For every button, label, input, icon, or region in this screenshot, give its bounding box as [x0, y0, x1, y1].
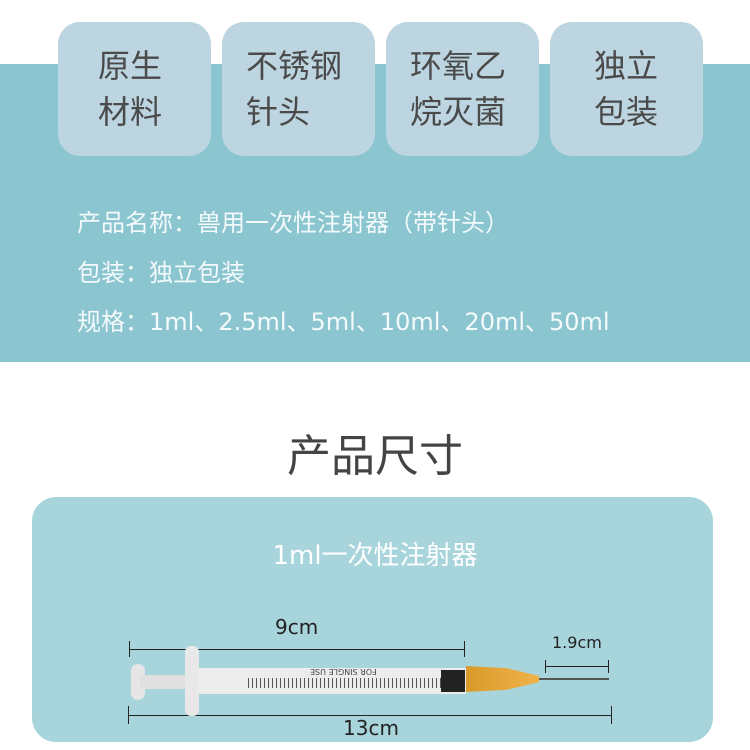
dim-tick — [464, 641, 465, 657]
dim-label-barrel: 9cm — [275, 615, 319, 639]
dim-tick — [129, 641, 130, 657]
dim-tick — [128, 706, 129, 724]
dim-label-needle: 1.9cm — [552, 633, 602, 652]
dim-label-total: 13cm — [343, 716, 399, 740]
product-subtitle: 1ml一次性注射器 — [272, 541, 478, 571]
feature-text: 环氧乙 — [410, 47, 507, 85]
dim-tick — [545, 660, 546, 673]
dim-line-total — [128, 715, 612, 716]
feature-card-steel-needle: 不锈钢针头 — [222, 22, 375, 156]
product-package: 包装：独立包装 — [77, 259, 245, 287]
product-name: 产品名称：兽用一次性注射器（带针头） — [77, 209, 509, 237]
dim-tick — [611, 706, 612, 724]
dim-line-barrel — [129, 649, 465, 650]
feature-text: 材料 — [98, 93, 163, 131]
product-card — [32, 497, 713, 742]
barrel-text: FOR SINGLE USE — [310, 667, 377, 676]
feature-card-packaging: 独立包装 — [550, 22, 703, 156]
feature-card-raw-material: 原生材料 — [58, 22, 211, 156]
feature-text: 独立 — [594, 47, 659, 85]
feature-text: 针头 — [246, 93, 311, 131]
feature-text: 包装 — [594, 93, 659, 131]
product-spec: 规格：1ml、2.5ml、5ml、10ml、20ml、50ml — [77, 308, 610, 336]
feature-text: 原生 — [98, 47, 163, 85]
feature-text: 烷灭菌 — [410, 93, 507, 131]
section-title: 产品尺寸 — [287, 431, 463, 482]
dim-tick — [608, 660, 609, 673]
feature-card-sterilization: 环氧乙烷灭菌 — [386, 22, 539, 156]
dim-line-needle — [545, 666, 609, 667]
feature-text: 不锈钢 — [246, 47, 343, 85]
